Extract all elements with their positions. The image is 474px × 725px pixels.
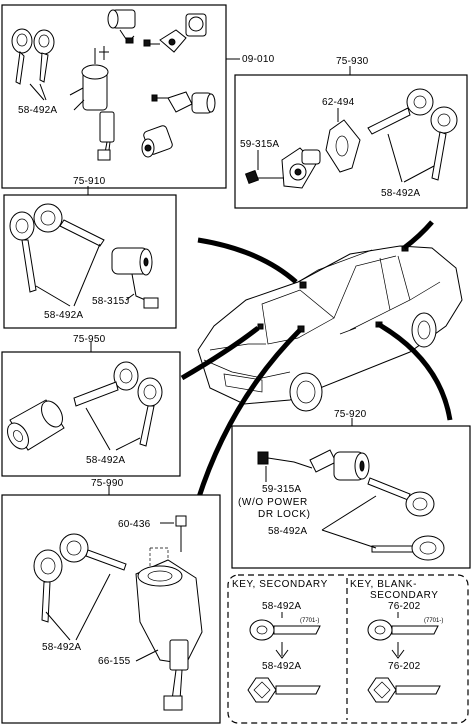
panel-75-920: 75-920 59-315A (W/O POWER DR LOCK) 58-49… (231, 409, 471, 569)
legend-blank-serial-top: (7701-) (424, 618, 443, 624)
label-58-492A-910: 58-492A (44, 310, 83, 321)
panel-75-950: 75-950 58-492A (1, 334, 181, 477)
panel-75-930: 75-930 62-494 59-315A 58-492A (234, 56, 468, 209)
note-no-power-1: (W/O POWER (238, 497, 308, 508)
legend-secondary-title: KEY, SECONDARY (232, 579, 328, 590)
label-66-155: 66-155 (98, 656, 131, 667)
label-58-315J: 58-315J (92, 296, 130, 307)
callout-75-910: 75-910 (73, 176, 106, 187)
cylinder-lower (141, 125, 173, 158)
note-no-power-2: DR LOCK) (258, 509, 311, 520)
key-pair-09-010 (11, 28, 55, 85)
blank-key-top (367, 619, 439, 641)
key-pair-75-990 (33, 533, 127, 623)
trunk-cylinder-75-950 (7, 399, 65, 451)
callout-09-010: 09-010 (242, 54, 275, 65)
car-illustration (197, 245, 463, 412)
legend-sec-label-top: 58-492A (262, 601, 301, 612)
ignition-switch-75-990 (135, 515, 203, 711)
legend-blank-label-bottom: 76-202 (388, 661, 421, 672)
callout-75-930: 75-930 (336, 56, 369, 67)
label-58-492A-920: 58-492A (268, 526, 307, 537)
cylinder-mid-right (151, 91, 216, 114)
callout-75-990: 75-990 (91, 478, 124, 489)
legend-blank-label-top: 76-202 (388, 601, 421, 612)
ignition-assembly (69, 46, 115, 161)
key-pair-75-950 (73, 361, 163, 447)
panel-75-990: 75-990 60-436 58-492A 66-155 (1, 478, 221, 724)
label-62-494: 62-494 (322, 97, 355, 108)
legend-blank-title-2: SECONDARY (370, 590, 439, 601)
label-58-492A-950: 58-492A (86, 455, 125, 466)
key-legend: KEY, SECONDARY KEY, BLANK- SECONDARY 58-… (227, 574, 469, 724)
leader-arcs (180, 220, 453, 501)
callout-75-920: 75-920 (334, 409, 367, 420)
label-60-436: 60-436 (118, 519, 151, 530)
trunk-cylinder-75-910 (111, 247, 159, 309)
label-58-492A-990: 58-492A (42, 642, 81, 653)
label-58-492A-930: 58-492A (381, 188, 420, 199)
panel-75-910: 75-910 58-315J 58-492A (3, 176, 177, 329)
legend-blank-title-1: KEY, BLANK- (350, 579, 417, 590)
label-58-492A: 58-492A (18, 105, 57, 116)
secondary-key-bottom (247, 677, 321, 703)
legend-sec-serial-top: (7701-) (300, 618, 319, 624)
liftgate-cylinder (257, 449, 370, 481)
label-59-315A: 59-315A (240, 139, 279, 150)
cylinder-top-right (143, 13, 207, 53)
key-pair-75-910 (9, 203, 105, 293)
key-pair-75-930 (367, 88, 458, 181)
panel-09-010: 58-492A 09-010 (1, 4, 275, 189)
key-pair-75-920 (367, 477, 445, 561)
callout-75-950: 75-950 (73, 334, 106, 345)
blank-key-bottom (367, 677, 441, 703)
legend-sec-label-bottom: 58-492A (262, 661, 301, 672)
secondary-key-top (249, 619, 321, 641)
cylinder-top (107, 9, 136, 44)
door-lock-cylinder (244, 147, 321, 189)
label-59-315A-920: 59-315A (262, 484, 301, 495)
